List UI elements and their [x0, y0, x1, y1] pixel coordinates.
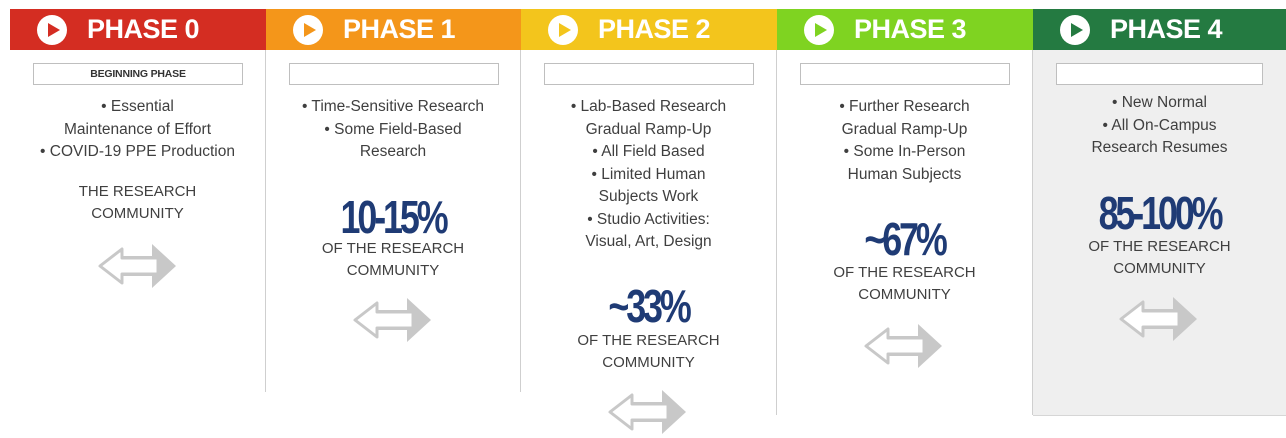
phase-2-header: PHASE 2 — [521, 9, 777, 50]
double-arrow-icon — [608, 390, 686, 434]
bullet-line: • Time-Sensitive Research — [301, 98, 485, 115]
phase-1-header: PHASE 1 — [266, 9, 521, 50]
play-icon — [548, 14, 578, 45]
caption-line: OF THE RESEARCH — [577, 332, 720, 349]
phase-3-bullets: • Further Research Gradual Ramp-Up • Som… — [777, 96, 1032, 186]
phase-1-title: PHASE 1 — [343, 14, 456, 44]
double-arrow-icon — [353, 298, 431, 342]
phase-3-title: PHASE 3 — [854, 14, 967, 44]
phase-2-caption: OF THE RESEARCH COMMUNITY — [521, 330, 776, 374]
phase-0-bullets: • Essential Maintenance of Effort • COVI… — [10, 96, 265, 164]
bullet-line: • Studio Activities: — [587, 210, 710, 228]
phase-0-label: BEGINNING PHASE — [33, 63, 243, 85]
bullet-line: • Further Research — [839, 98, 970, 115]
double-arrow-icon — [864, 324, 942, 368]
phase-1-percent: 10-15% — [340, 191, 449, 243]
bullet-line: • Limited Human — [591, 165, 706, 183]
phase-3-label — [800, 63, 1010, 85]
phase-3-percent: ~67% — [864, 213, 947, 265]
caption-line: THE RESEARCH — [78, 183, 197, 200]
phase-1-caption: OF THE RESEARCH COMMUNITY — [266, 238, 520, 282]
play-icon — [804, 14, 834, 45]
bullet-line: Gradual Ramp-Up — [841, 120, 968, 138]
bullet-line: Subjects Work — [598, 188, 699, 205]
bullet-line: Human Subjects — [847, 165, 962, 183]
caption-line: COMMUNITY — [91, 205, 184, 222]
phase-2-column: • Lab-Based Research Gradual Ramp-Up • A… — [521, 50, 777, 415]
bullet-line: • New Normal — [1112, 94, 1207, 111]
bullet-line: • All Field Based — [592, 143, 705, 160]
bullet-line: Research — [359, 143, 427, 160]
caption-line: OF THE RESEARCH — [321, 240, 465, 257]
phase-0-column: BEGINNING PHASE • Essential Maintenance … — [10, 50, 266, 392]
bullet-line: Gradual Ramp-Up — [585, 120, 712, 138]
phase-4-title: PHASE 4 — [1110, 14, 1223, 44]
bullet-line: Maintenance of Effort — [63, 120, 212, 138]
play-icon — [37, 14, 67, 45]
double-arrow-icon — [1119, 297, 1197, 341]
phase-1-column: • Time-Sensitive Research • Some Field-B… — [266, 50, 521, 392]
double-arrow-icon — [98, 244, 176, 288]
play-icon — [1060, 14, 1090, 45]
bullet-line: Visual, Art, Design — [585, 233, 712, 250]
bullet-line: Research Resumes — [1091, 139, 1228, 156]
bullet-line: • Some Field-Based — [324, 120, 462, 138]
phase-1-bullets: • Time-Sensitive Research • Some Field-B… — [266, 96, 520, 164]
phase-3-header: PHASE 3 — [777, 9, 1033, 50]
caption-line: COMMUNITY — [602, 354, 695, 371]
phase-4-label — [1056, 63, 1263, 85]
phase-0-caption: THE RESEARCH COMMUNITY — [10, 181, 265, 225]
bullet-line: • Some In-Person — [843, 143, 966, 160]
caption-line: COMMUNITY — [1113, 260, 1206, 277]
phase-3-column: • Further Research Gradual Ramp-Up • Som… — [777, 50, 1033, 415]
phase-2-label — [544, 63, 754, 85]
phase-4-column: • New Normal • All On-Campus Research Re… — [1033, 50, 1286, 416]
phase-4-caption: OF THE RESEARCH COMMUNITY — [1033, 236, 1286, 280]
bullet-line: • Lab-Based Research — [570, 98, 727, 115]
caption-line: COMMUNITY — [858, 286, 951, 303]
phase-4-percent: 85-100% — [1098, 187, 1224, 239]
play-icon — [293, 14, 323, 45]
phase-0-title: PHASE 0 — [87, 14, 200, 44]
caption-line: OF THE RESEARCH — [1088, 238, 1231, 255]
bullet-line: • Essential — [101, 98, 174, 115]
phase-2-percent: ~33% — [608, 280, 691, 332]
caption-line: OF THE RESEARCH — [833, 264, 976, 281]
phase-4-header: PHASE 4 — [1033, 9, 1286, 50]
bullet-line: • COVID-19 PPE Production — [40, 143, 235, 160]
phase-3-caption: OF THE RESEARCH COMMUNITY — [777, 262, 1032, 306]
phase-2-title: PHASE 2 — [598, 14, 711, 44]
caption-line: COMMUNITY — [346, 262, 440, 279]
phase-2-bullets: • Lab-Based Research Gradual Ramp-Up • A… — [521, 96, 776, 254]
phase-1-label — [289, 63, 499, 85]
bullet-line: • All On-Campus — [1102, 116, 1217, 134]
phase-0-header: PHASE 0 — [10, 9, 266, 50]
phase-4-bullets: • New Normal • All On-Campus Research Re… — [1033, 92, 1286, 160]
